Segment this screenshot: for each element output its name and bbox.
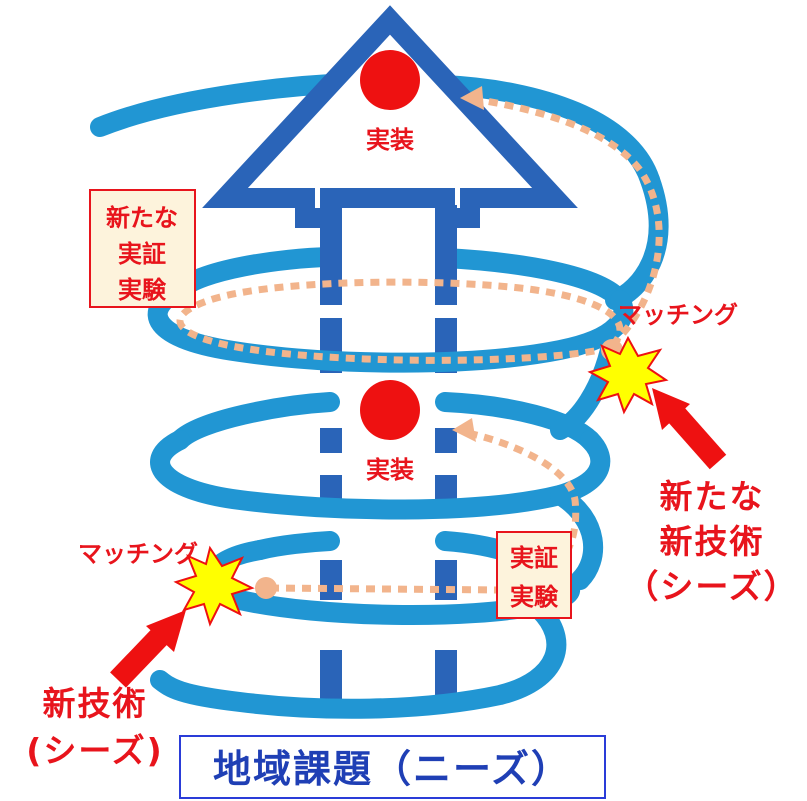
upper-dotted-rise — [479, 96, 663, 348]
lower-matching-label: マッチング — [78, 540, 198, 568]
upper-box-line-2: 実証 — [118, 240, 166, 268]
lower-seed-arrow — [110, 610, 186, 688]
lower-matching-burst — [173, 545, 255, 627]
spiral-low-back — [250, 531, 340, 560]
top-milestone-label: 実装 — [366, 126, 414, 154]
upward-arrow — [202, 5, 578, 228]
middle-milestone-dot — [360, 380, 420, 440]
upper-seed-arrow — [652, 388, 727, 470]
spiral-mid-back — [170, 392, 340, 450]
upper-matching-label: マッチング — [618, 301, 738, 329]
spiral-mid-ring — [150, 430, 611, 520]
spiral-bottom-ring — [150, 600, 567, 719]
top-milestone-dot — [360, 50, 420, 110]
upper-matching-burst — [587, 335, 669, 415]
upper-box-line-1: 新たな — [106, 204, 178, 232]
regional-issues-title-box: 地域課題（ニーズ） — [179, 735, 606, 799]
upper-seed-line-3: （シーズ） — [625, 567, 798, 606]
upper-dotted-ellipse — [176, 278, 624, 364]
arrow-head-inner — [252, 40, 527, 187]
upper-box-line-3: 実験 — [118, 276, 167, 304]
upper-seed-line-2: 新技術 — [660, 522, 765, 561]
upper-dotted-arrowhead — [460, 86, 484, 110]
spiral-upper-ring — [147, 280, 634, 373]
lower-dotted-line — [269, 584, 501, 594]
dotted-paths — [176, 96, 663, 594]
spiral-mid-low-connector — [550, 485, 603, 590]
spiral-mid-back-right — [435, 392, 600, 450]
middle-milestone-label: 実装 — [366, 456, 414, 484]
lower-box-line-2: 実験 — [510, 583, 559, 611]
lower-box-line-1: 実証 — [510, 544, 558, 572]
lower-dotted-rise — [467, 429, 580, 594]
lower-dotted-arrowhead — [452, 418, 476, 442]
arrow-shaft-right — [435, 205, 457, 705]
lower-experiment-box: 実証 実験 — [496, 531, 572, 619]
lower-seed-line-1: 新技術 — [43, 684, 148, 723]
spiral-upper-back-right — [435, 248, 630, 310]
upper-seed-line-1: 新たな — [660, 477, 765, 516]
upper-experiment-box: 新たな 実証 実験 — [89, 189, 196, 308]
lower-start-dot — [255, 577, 277, 599]
regional-issues-title: 地域課題（ニーズ） — [213, 747, 571, 791]
spiral-mid-upper-connector — [550, 340, 620, 440]
lower-seed-line-2: (シーズ) — [26, 731, 164, 770]
